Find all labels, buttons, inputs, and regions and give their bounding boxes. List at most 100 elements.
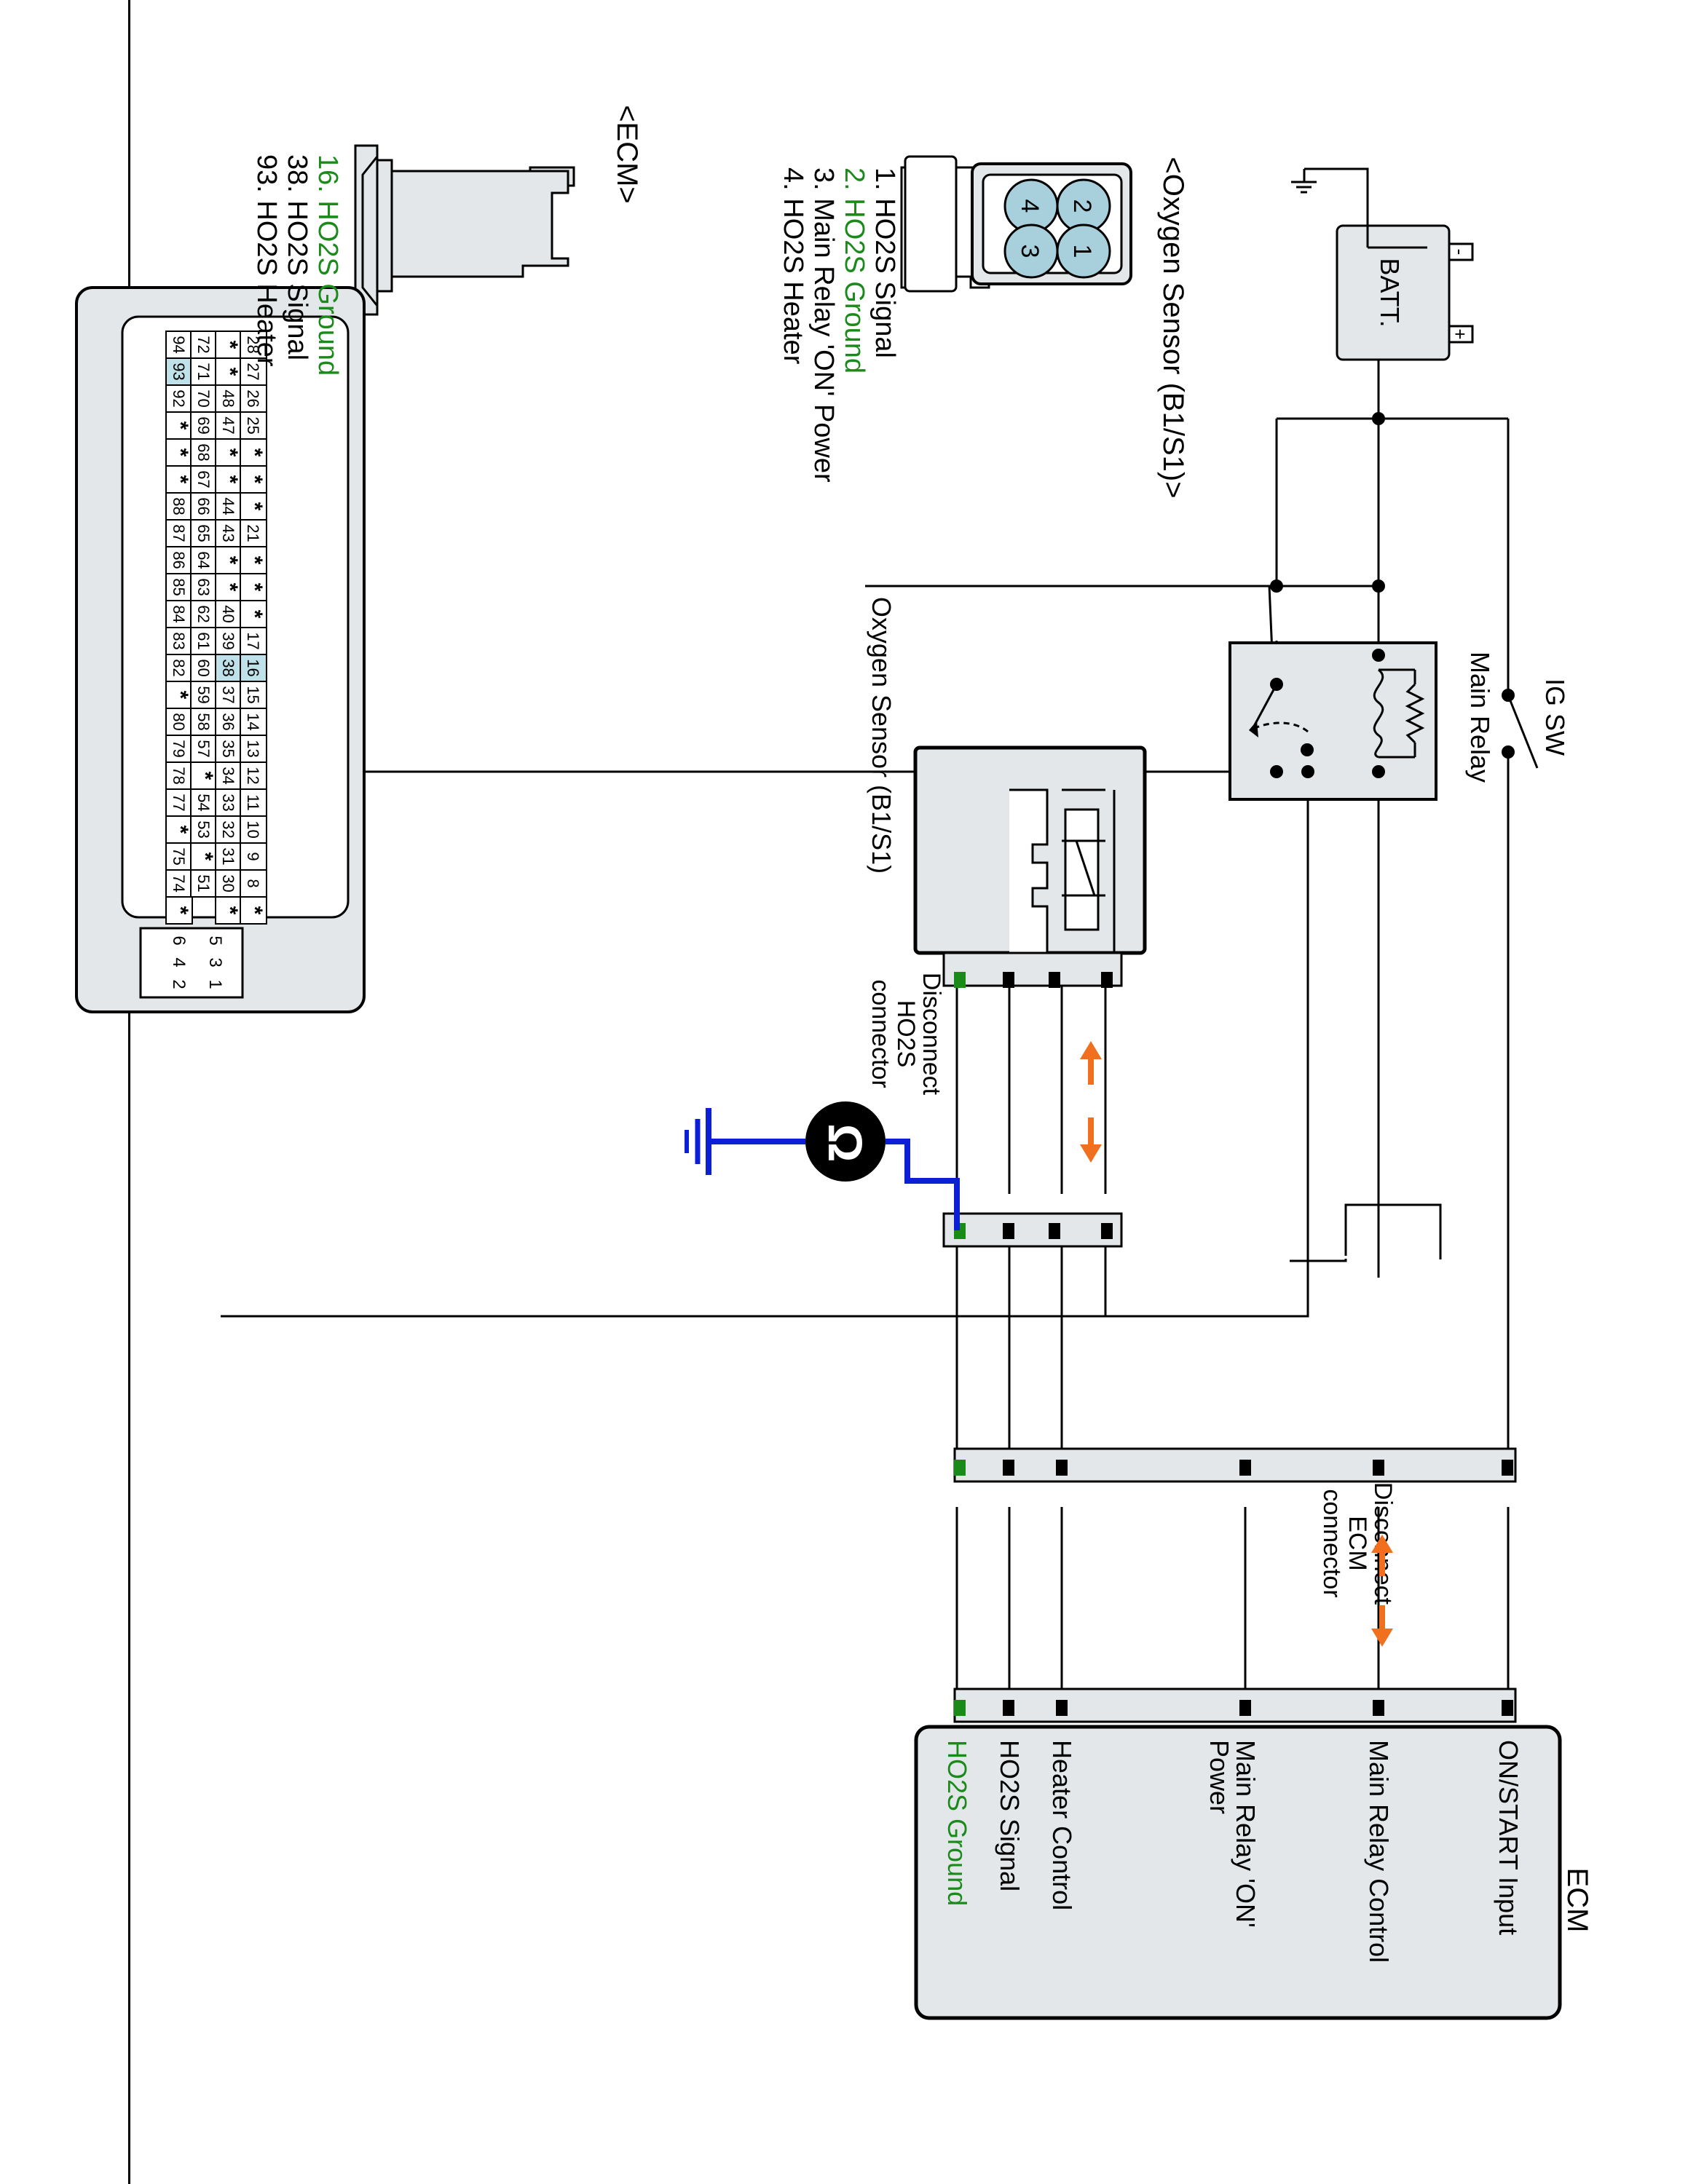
ecm-pin-number: *: [193, 772, 217, 780]
ecm-pin-label: Main Relay Control: [1364, 1740, 1394, 1963]
ecm-pin-number: 8: [244, 879, 262, 887]
ecm-pin-number: 69: [194, 416, 213, 434]
ecm-pin-number: 64: [194, 551, 213, 569]
svg-text:Oxygen Sensor (B1/S1): Oxygen Sensor (B1/S1): [867, 597, 896, 874]
ecm-pin-number: 83: [170, 632, 188, 649]
ecm-pin-number: 17: [244, 632, 262, 649]
ecm-pin-number: *: [218, 475, 242, 484]
ecm-pin-label: Power: [1204, 1740, 1234, 1814]
disconnect-ho2s-label: Disconnect HO2S connector: [867, 973, 945, 1096]
ecm-pin-cell: [165, 896, 193, 925]
ecm-small-pin-number: 3: [205, 957, 225, 967]
svg-text:4: 4: [1016, 199, 1044, 213]
ecm-pin-number: 87: [170, 524, 188, 542]
ecm-pin-number: 48: [219, 389, 237, 407]
ecm-pin-number: 14: [244, 713, 262, 730]
svg-text:HO2S: HO2S: [892, 1000, 920, 1068]
ecm-pin-number: 38: [219, 659, 237, 676]
svg-text:Disconnect: Disconnect: [918, 973, 945, 1096]
ecm-pin-number: 36: [219, 713, 237, 730]
ecm-pin-item: 38. HO2S Signal: [282, 154, 312, 360]
ecm-pin-item: 16. HO2S Ground: [312, 154, 343, 376]
ecm-pin-number: 71: [194, 363, 213, 380]
ecm-pin-number: 27: [244, 363, 262, 380]
ecm-pin-number: 10: [244, 820, 262, 838]
ecm-pin-number: 84: [170, 605, 188, 622]
ecm-pin-number: *: [242, 475, 267, 484]
oxygen-sensor-component: Oxygen Sensor (B1/S1): [867, 597, 1147, 988]
ecm-pin-number: 60: [194, 659, 213, 676]
ecm-title: ECM: [1561, 1868, 1593, 1933]
ecm-pin-number: 37: [219, 686, 237, 703]
battery-ground-symbol: [1291, 167, 1427, 249]
ecm-pin-number: *: [168, 475, 192, 484]
svg-text:BATT.: BATT.: [1375, 258, 1405, 327]
ecm-pin-number: 77: [170, 794, 188, 811]
disconnect-ho2s-arrow: [1080, 1041, 1102, 1163]
ecm-pin-number: 59: [194, 686, 213, 703]
ecm-pin-number: 65: [194, 524, 213, 542]
svg-text:2: 2: [1068, 199, 1096, 213]
ecm-pin-number: *: [218, 448, 242, 457]
ecm-pin-number: 78: [170, 767, 188, 784]
ecm-harness-connector: [953, 1447, 1517, 1483]
ecm-pin-number: 33: [219, 794, 237, 811]
ecm-pin-number: 63: [194, 578, 213, 596]
svg-text:1: 1: [1068, 245, 1096, 258]
ecm-pin-number: 31: [219, 847, 237, 865]
ecm-pin-number: 26: [244, 389, 262, 407]
ecm-pin-number: 34: [219, 767, 237, 784]
svg-text:-: -: [1449, 249, 1471, 256]
ecm-pin-label: HO2S Ground: [942, 1740, 972, 1906]
ho2s-harness-connector: [942, 1178, 1123, 1248]
ecm-pin-number: 80: [170, 713, 188, 730]
sensor-connector-title: <Oxygen Sensor (B1/S1)>: [1157, 157, 1189, 498]
harness-lines: [1104, 1246, 1308, 1318]
ecm-pin-number: 92: [170, 389, 188, 407]
ecm-pin-item: 93. HO2S Heater: [251, 154, 282, 367]
ecm-connector-title: <ECM>: [611, 105, 643, 204]
ecm-pin-number: 72: [194, 336, 213, 353]
ecm-pin-label: HO2S Signal: [995, 1740, 1025, 1891]
ecm-pin-number: *: [168, 826, 192, 834]
ecm-pin-number: 51: [194, 874, 213, 892]
svg-text:Main Relay: Main Relay: [1465, 652, 1495, 783]
ecm-pin-number: *: [242, 583, 267, 592]
ecm-pin-number: 57: [194, 740, 213, 757]
ecm-small-pin-number: 1: [205, 979, 225, 989]
ecm-pin-number: *: [218, 368, 242, 376]
sensor-pin-item: 3. Main Relay 'ON' Power: [808, 167, 839, 483]
ecm-pin-label: Heater Control: [1047, 1740, 1077, 1910]
ecm-pin-strip: [953, 1688, 1517, 1723]
page-frame: [128, 0, 1688, 2184]
sensor-pin-item: 4. HO2S Heater: [778, 167, 808, 365]
ecm-small-pin-number: 5: [205, 935, 225, 945]
ecm-small-pin-number: 4: [169, 957, 189, 967]
svg-text:ECM: ECM: [1344, 1516, 1371, 1571]
ecm-pin-number: 44: [219, 497, 237, 515]
ecm-pin-number: *: [242, 502, 267, 511]
svg-text:+: +: [1449, 328, 1471, 339]
ecm-pin-number: 16: [244, 659, 262, 676]
ecm-pin-number: *: [218, 341, 242, 349]
ecm-connector-view: <ECM> 949392***88878685848382*80797877*7…: [75, 105, 643, 1013]
ecm-pin-number: *: [168, 448, 192, 457]
ecm-pin-number: 85: [170, 578, 188, 596]
ecm-pin-number: 86: [170, 551, 188, 569]
ecm-pin-number: 13: [244, 740, 262, 757]
ecm-pin-number: 74: [170, 874, 188, 892]
ecm-pin-number: 43: [219, 524, 237, 542]
ecm-pin-number: *: [242, 556, 267, 565]
svg-text:connector: connector: [867, 979, 894, 1088]
ecm-pin-number: 39: [219, 632, 237, 649]
svg-text:connector: connector: [1318, 1489, 1346, 1597]
ecm-pin-number: 79: [170, 740, 188, 757]
ecm-pin-number: 61: [194, 632, 213, 649]
ecm-small-pin-number: 2: [169, 979, 189, 989]
svg-text:3: 3: [1016, 245, 1044, 258]
